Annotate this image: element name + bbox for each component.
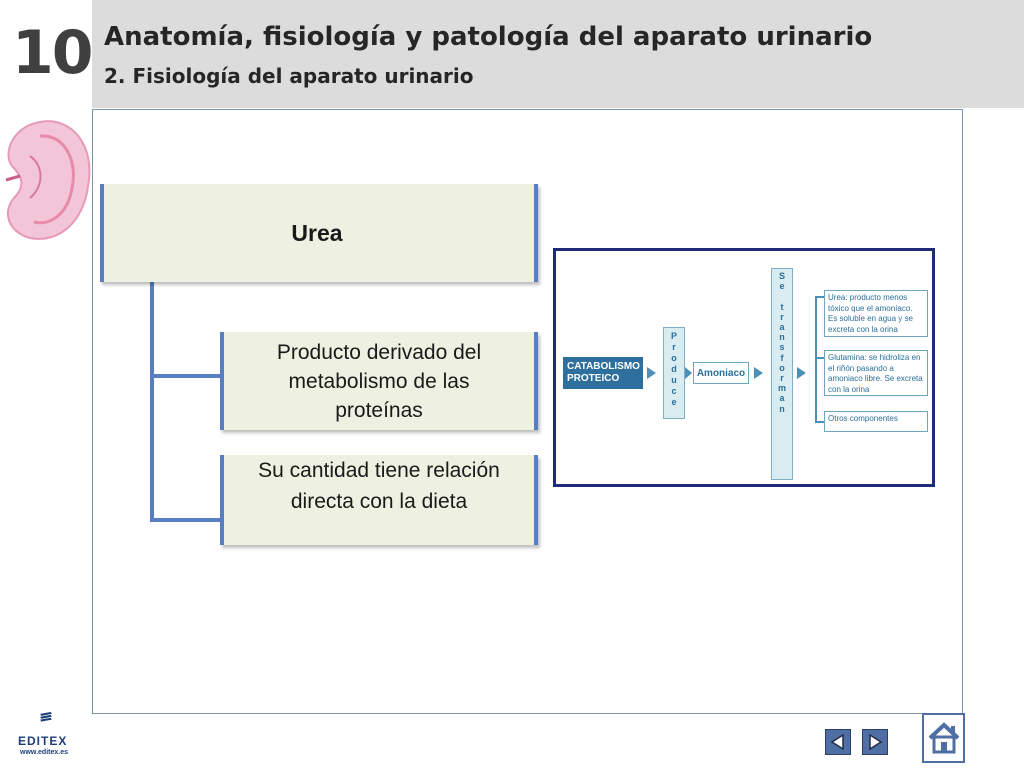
- arrow-icon: [797, 367, 806, 379]
- outcome-bracket-tick: [815, 296, 824, 298]
- column-letter: [772, 291, 792, 301]
- column-letter: m: [777, 383, 786, 394]
- connector-to-product: [150, 374, 224, 378]
- outcome-bracket-tick: [815, 421, 824, 423]
- column-letter: r: [780, 311, 784, 322]
- outcome-bracket-tick: [815, 357, 824, 359]
- triangle-left-icon: [830, 734, 844, 750]
- brand-name: EDITEX: [18, 734, 68, 748]
- column-letter: o: [779, 362, 785, 373]
- editex-logo-icon: [40, 712, 52, 722]
- column-letter: a: [779, 322, 785, 333]
- column-letter: a: [779, 393, 785, 404]
- triangle-right-icon: [869, 734, 883, 750]
- arrow-icon: [647, 367, 656, 379]
- column-letter: r: [672, 342, 676, 352]
- connector-to-quantity: [150, 518, 224, 522]
- home-icon: [928, 722, 959, 754]
- product-node: Producto derivado del metabolismo de las…: [220, 332, 538, 430]
- column-letter: t: [780, 301, 784, 312]
- previous-button[interactable]: [825, 729, 851, 755]
- column-letter: d: [671, 364, 677, 374]
- column-letter: o: [671, 353, 677, 363]
- column-letter: c: [671, 386, 677, 396]
- outcome-bracket: [815, 296, 817, 422]
- column-letter: e: [671, 397, 677, 407]
- column-letter: P: [670, 331, 677, 341]
- quantity-label: Su cantidad tiene relación directa con l…: [258, 459, 500, 513]
- product-label: Producto derivado del metabolismo de las…: [276, 340, 482, 422]
- column-letter: n: [779, 403, 785, 414]
- column-letter: r: [780, 373, 784, 384]
- amoniaco-box: Amoniaco: [693, 362, 749, 384]
- quantity-node: Su cantidad tiene relación directa con l…: [220, 455, 538, 545]
- outcome-urea: Urea: producto menos tóxico que el amoní…: [824, 290, 928, 337]
- urea-label: Urea: [291, 219, 343, 246]
- column-letter: S: [778, 271, 785, 281]
- urea-node: Urea: [100, 184, 538, 282]
- kidney-illustration: [5, 120, 91, 240]
- column-letter: e: [779, 281, 785, 292]
- column-letter: s: [779, 342, 785, 353]
- arrow-icon: [685, 367, 692, 379]
- column-letter: n: [779, 332, 785, 343]
- outcome-otros: Otros componentes: [824, 411, 928, 432]
- page-title: Anatomía, fisiología y patología del apa…: [104, 22, 873, 52]
- page-subtitle: 2. Fisiología del aparato urinario: [104, 64, 474, 88]
- chapter-number: 10: [12, 18, 93, 88]
- outcome-glutamina: Glutamina: se hidroliza en el riñón pasa…: [824, 350, 928, 396]
- column-letter: f: [780, 352, 784, 363]
- catabolismo-box: CATABOLISMO PROTEICO: [563, 357, 643, 389]
- next-button[interactable]: [862, 729, 888, 755]
- home-button[interactable]: [922, 713, 965, 763]
- arrow-icon: [754, 367, 763, 379]
- brand-url[interactable]: www.editex.es: [20, 749, 68, 756]
- connector-vertical: [150, 282, 154, 522]
- column-letter: u: [671, 375, 677, 385]
- header-bar: [92, 0, 1024, 108]
